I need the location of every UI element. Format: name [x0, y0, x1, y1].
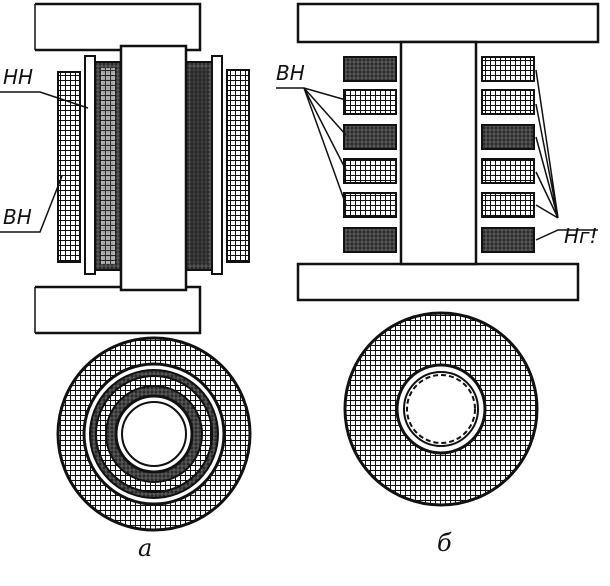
- right-bottom-yoke: [296, 262, 580, 302]
- right-hv-leaders: [276, 87, 347, 206]
- right-disc-right-3: [481, 124, 535, 150]
- left-hv-winding-right: [226, 69, 250, 263]
- left-label-lv: НН: [3, 65, 33, 89]
- left-label-hv: ВН: [3, 205, 32, 229]
- left-bottom-yoke: [35, 285, 202, 335]
- left-insulation-cylinder-right: [211, 55, 223, 275]
- right-disc-right-4: [481, 158, 535, 184]
- right-disc-right-6: [481, 227, 535, 253]
- left-insulation-cylinder-left: [84, 55, 96, 275]
- left-hv-leader: [0, 175, 63, 233]
- right-disc-left-2: [343, 89, 397, 115]
- right-disc-right-1: [481, 56, 535, 82]
- right-label-lv: Нг!: [564, 224, 598, 248]
- left-core-assembly: [34, 2, 250, 335]
- right-top-yoke: [296, 2, 600, 44]
- caption-a: а: [138, 534, 152, 562]
- left-cross-section: [56, 336, 252, 532]
- right-core-limb: [399, 40, 478, 266]
- left-hv-winding-left: [57, 71, 81, 263]
- right-label-hv: ВН: [276, 61, 305, 85]
- right-disc-left-5: [343, 192, 397, 218]
- right-core-assembly: [296, 2, 600, 302]
- left-lv-leader: [0, 91, 89, 109]
- right-disc-right-5: [481, 192, 535, 218]
- caption-b: б: [437, 529, 452, 557]
- left-lv-winding-right: [185, 61, 213, 271]
- right-lv-leaders: [535, 69, 598, 241]
- left-top-yoke: [35, 2, 202, 52]
- left-core-limb: [119, 44, 188, 292]
- right-disc-left-1: [343, 56, 397, 82]
- right-disc-left-3: [343, 124, 397, 150]
- right-disc-left-6: [343, 227, 397, 253]
- right-cross-section: [343, 311, 539, 507]
- right-disc-right-2: [481, 89, 535, 115]
- right-disc-left-4: [343, 158, 397, 184]
